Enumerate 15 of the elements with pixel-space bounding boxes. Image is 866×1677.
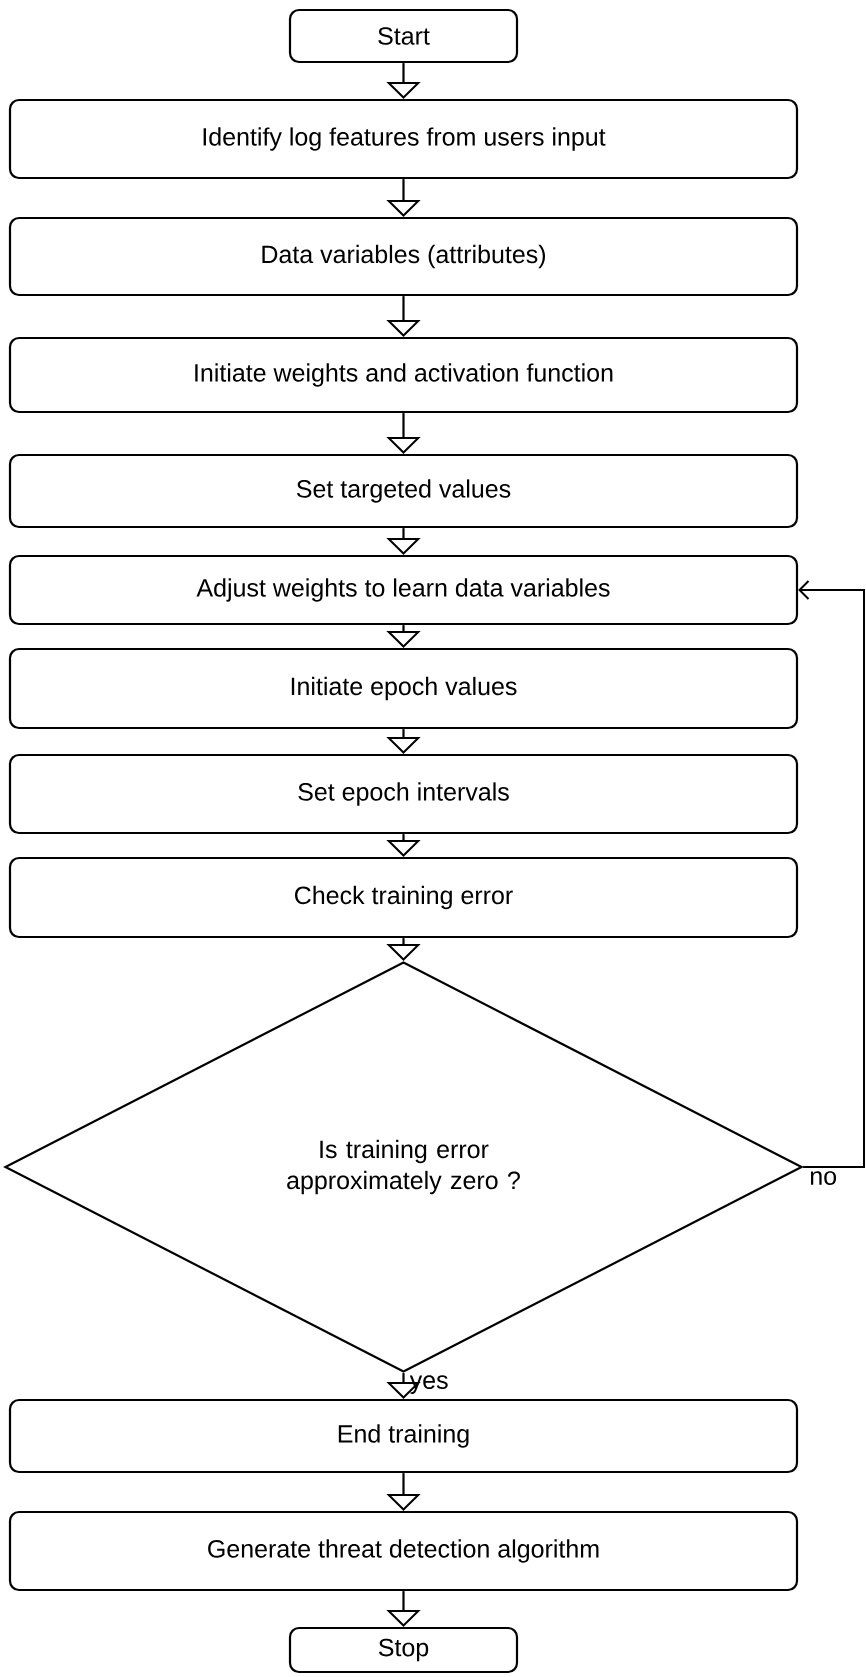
process-box: Initiate epoch values <box>8 647 799 730</box>
process-box: Adjust weights to learn data variables <box>8 554 799 626</box>
edge-label: no <box>810 1171 837 1185</box>
process-box: Identify log features from users input <box>8 98 799 180</box>
terminal-box: Start <box>288 8 519 64</box>
process-box: End training <box>8 1398 799 1474</box>
terminal-box: Stop <box>288 1626 519 1674</box>
process-box: Generate threat detection algorithm <box>8 1510 799 1592</box>
loop-arrow <box>798 580 865 1168</box>
process-box: Set targeted values <box>8 453 799 529</box>
edge-label: yes <box>409 1375 448 1394</box>
process-box: Check training error <box>8 856 799 939</box>
process-box: Set epoch intervals <box>8 753 799 835</box>
process-box: Initiate weights and activation function <box>8 336 799 414</box>
process-box: Data variables (attributes) <box>8 216 799 297</box>
